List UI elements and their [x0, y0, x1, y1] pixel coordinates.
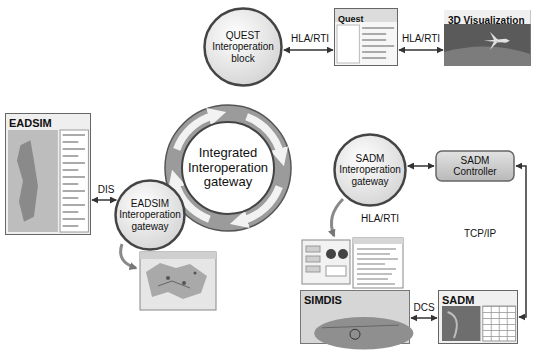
- visualization-window: 3D Visualization: [444, 10, 531, 66]
- protocol-label: HLA/RTI: [400, 33, 442, 45]
- sadm-gui-screenshot: [306, 266, 320, 272]
- simdis-window: SIMDIS: [300, 290, 410, 344]
- vis-screenshot: [444, 46, 531, 66]
- node-text: EADSIM Interoperation gateway: [116, 198, 184, 233]
- quest-screenshot: [362, 33, 386, 35]
- eadsim-screenshot: [8, 130, 58, 232]
- sadm-gui-screenshot: [353, 238, 403, 288]
- map-screenshot: [140, 252, 216, 259]
- quest-screenshot: [362, 27, 394, 29]
- node-text: Integrated Interoperation gateway: [182, 146, 274, 191]
- sadm-screenshot: [498, 306, 500, 341]
- connector-arrow: [411, 317, 437, 319]
- node-text: SADM Controller: [438, 155, 512, 178]
- sadm-screenshot: [506, 306, 508, 341]
- sadm-gui-screenshot: [302, 240, 350, 284]
- simdis-screenshot: [350, 329, 360, 339]
- sadm-gui-screenshot: [326, 249, 336, 259]
- eadsim-screenshot: [63, 211, 79, 213]
- eadsim-screenshot: [6, 114, 91, 235]
- controller-box-shape: [436, 151, 514, 181]
- eadsim-screenshot: [63, 134, 85, 136]
- eadsim-screenshot: [63, 225, 79, 227]
- eadsim-screenshot: [63, 169, 79, 171]
- vis-screenshot: [444, 24, 531, 66]
- eadsim-screenshot: [5, 113, 91, 235]
- sadm-gui-screenshot: [353, 238, 403, 244]
- sadm-gui-screenshot: [302, 238, 403, 288]
- eadsim-screenshot: [63, 176, 85, 178]
- sadm-gui-screenshot: [326, 266, 346, 276]
- quest-screenshot: [362, 51, 386, 53]
- protocol-label: DCS: [411, 302, 436, 314]
- gateway-circle-shape: [335, 135, 406, 206]
- interop-block-circle: QUEST Interoperation block: [203, 7, 283, 87]
- eadsim-screenshot: [17, 140, 38, 222]
- connector-arrow: [408, 165, 434, 167]
- node-text: 3D Visualization: [444, 14, 529, 28]
- interop-gateway-circle: EADSIM Interoperation gateway: [114, 179, 186, 251]
- gateway-circle-shape: [116, 181, 185, 250]
- eadsim-screenshot: [63, 155, 79, 157]
- map-screenshot: [182, 281, 186, 285]
- sadm-screenshot: [448, 312, 457, 338]
- connector-arrow: [284, 49, 333, 51]
- eadsim-window: EADSIM: [5, 113, 91, 235]
- node-text: SADM Interoperation gateway: [335, 153, 405, 188]
- gateway-circle-shape: [205, 9, 282, 86]
- eadsim-screenshot: [63, 218, 85, 220]
- sadm-gui-screenshot: [338, 249, 348, 259]
- eadsim-screenshot: [63, 141, 79, 143]
- hub-ring-shape: [182, 122, 274, 214]
- map-screenshot: [140, 252, 216, 310]
- map-screenshot: [166, 276, 170, 280]
- sadm-screenshot: [439, 291, 518, 344]
- eadsim-screenshot: [60, 130, 88, 232]
- quest-screenshot: [335, 9, 398, 66]
- eadsim-screenshot: [63, 162, 85, 164]
- quest-window: Quest: [334, 8, 398, 66]
- sadm-window: SADM: [438, 290, 518, 344]
- protocol-label: HLA/RTI: [289, 33, 331, 45]
- connector-arrow: [92, 199, 116, 201]
- sadm-screenshot: [442, 306, 480, 341]
- node-text: EADSIM: [5, 116, 56, 131]
- quest-screenshot: [362, 57, 386, 59]
- eadsim-screenshot: [63, 148, 85, 150]
- curved-arrow: [121, 244, 136, 268]
- interop-gateway-circle: SADM Interoperation gateway: [333, 133, 407, 207]
- node-text: SADM: [438, 293, 478, 308]
- eadsim-screenshot: [63, 197, 79, 199]
- protocol-label: DIS: [96, 184, 117, 196]
- controller-box: SADM Controller: [435, 150, 515, 182]
- vis-screenshot: [444, 10, 531, 66]
- map-screenshot: [146, 263, 207, 299]
- curved-arrow: [331, 199, 343, 236]
- node-text: Quest: [334, 13, 368, 25]
- eadsim-screenshot: [63, 204, 85, 206]
- node-text: QUEST Interoperation block: [207, 30, 279, 65]
- protocol-label: HLA/RTI: [359, 213, 401, 225]
- simdis-screenshot: [314, 317, 413, 349]
- quest-screenshot: [337, 25, 359, 63]
- vis-screenshot: [484, 32, 510, 50]
- node-text: SIMDIS: [300, 293, 346, 308]
- quest-screenshot: [362, 45, 394, 47]
- eadsim-screenshot: [63, 183, 79, 185]
- sadm-screenshot: [490, 306, 492, 341]
- protocol-label: TCP/IP: [462, 228, 498, 240]
- map-screenshot: [140, 252, 216, 310]
- sadm-screenshot: [483, 306, 516, 341]
- simdis-screenshot: [322, 325, 399, 328]
- sadm-gui-screenshot: [357, 249, 398, 284]
- quest-screenshot: [362, 39, 386, 41]
- map-screenshot: [158, 281, 190, 288]
- map-screenshot: [194, 272, 197, 275]
- connector-arrow: [399, 49, 443, 51]
- sadm-gui-screenshot: [306, 246, 320, 252]
- eadsim-screenshot: [63, 190, 85, 192]
- sadm-gui-screenshot: [306, 256, 320, 262]
